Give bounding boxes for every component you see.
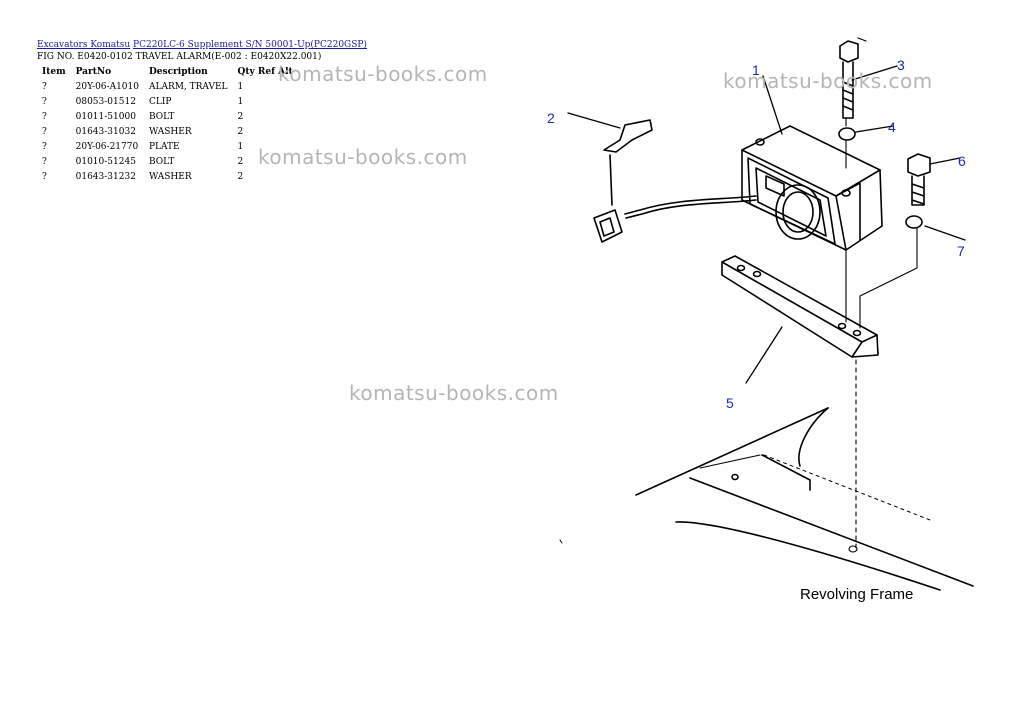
cell-qty: 2 <box>237 172 244 182</box>
callout-4: 4 <box>888 119 896 135</box>
cell-qty: 2 <box>237 127 244 137</box>
cell-partno: 20Y-06-21770 <box>75 142 139 152</box>
table-row: ? 20Y-06-21770 PLATE 1 <box>37 140 298 155</box>
cell-item: ? <box>42 112 47 122</box>
diagram-caption: Revolving Frame <box>800 586 913 603</box>
cell-partno: 08053-01512 <box>75 97 136 107</box>
cell-partno: 01011-51000 <box>75 112 136 122</box>
cell-description: PLATE <box>148 142 180 152</box>
cell-item: ? <box>42 97 47 107</box>
cell-item: ? <box>42 172 47 182</box>
breadcrumb-link-excavators[interactable]: Excavators Komatsu <box>37 40 131 50</box>
cell-qty: 1 <box>237 82 244 92</box>
revolving-frame-drawing <box>559 407 974 591</box>
cell-qty: 1 <box>237 97 244 107</box>
callout-6: 6 <box>958 153 966 169</box>
plate-drawing <box>721 255 879 358</box>
header-item: Item <box>42 67 66 77</box>
figure-title: FIG NO. E0420-0102 TRAVEL ALARM(E-002 : … <box>37 52 322 62</box>
cell-qty: 2 <box>237 112 244 122</box>
cell-partno: 01010-51245 <box>75 157 136 167</box>
parts-table: Item PartNo Description Qty Ref Alt ? 20… <box>37 66 298 185</box>
table-row: ? 01011-51000 BOLT 2 <box>37 110 298 125</box>
header-ref: Ref <box>257 67 275 77</box>
cell-item: ? <box>42 82 47 92</box>
table-header-row: Item PartNo Description Qty Ref Alt <box>37 66 298 80</box>
callout-2: 2 <box>547 110 555 126</box>
callout-7: 7 <box>957 243 965 259</box>
cell-description: WASHER <box>148 127 192 137</box>
breadcrumb: Excavators Komatsu PC220LC-6 Supplement … <box>37 40 367 50</box>
cell-description: BOLT <box>148 112 175 122</box>
cell-item: ? <box>42 142 47 152</box>
bolt-6-drawing <box>907 153 931 206</box>
table-row: ? 20Y-06-A1010 ALARM, TRAVEL 1 <box>37 80 298 95</box>
watermark: komatsu-books.com <box>258 145 468 169</box>
header-qty: Qty <box>237 67 255 77</box>
cell-partno: 01643-31032 <box>75 127 136 137</box>
table-row: ? 08053-01512 CLIP 1 <box>37 95 298 110</box>
bolt-3-drawing <box>839 37 867 119</box>
watermark: komatsu-books.com <box>278 62 488 86</box>
watermark: komatsu-books.com <box>723 69 933 93</box>
callout-3: 3 <box>897 57 905 73</box>
cell-description: CLIP <box>148 97 172 107</box>
washer-7-drawing <box>905 215 923 229</box>
table-row: ? 01643-31032 WASHER 2 <box>37 125 298 140</box>
callout-5: 5 <box>726 395 734 411</box>
callout-1: 1 <box>752 62 760 78</box>
breadcrumb-link-model[interactable]: PC220LC-6 Supplement S/N 50001-Up(PC220G… <box>133 40 367 50</box>
watermark: komatsu-books.com <box>349 381 559 405</box>
assembly-lines <box>845 117 918 553</box>
cell-qty: 1 <box>237 142 244 152</box>
header-description: Description <box>148 67 208 77</box>
table-row: ? 01010-51245 BOLT 2 <box>37 155 298 170</box>
washer-4-drawing <box>838 127 856 141</box>
cell-qty: 2 <box>237 157 244 167</box>
clip-and-connector-drawing <box>593 119 757 243</box>
leader-lines <box>567 65 966 384</box>
cell-partno: 01643-31232 <box>75 172 136 182</box>
travel-alarm-drawing <box>741 125 883 251</box>
cell-description: WASHER <box>148 172 192 182</box>
header-qty-ref-alt: Qty Ref Alt <box>233 66 298 80</box>
cell-item: ? <box>42 127 47 137</box>
header-alt: Alt <box>278 67 293 77</box>
cell-partno: 20Y-06-A1010 <box>75 82 139 92</box>
table-row: ? 01643-31232 WASHER 2 <box>37 170 298 185</box>
cell-item: ? <box>42 157 47 167</box>
cell-description: ALARM, TRAVEL <box>148 82 228 92</box>
cell-description: BOLT <box>148 157 175 167</box>
header-partno: PartNo <box>75 67 112 77</box>
